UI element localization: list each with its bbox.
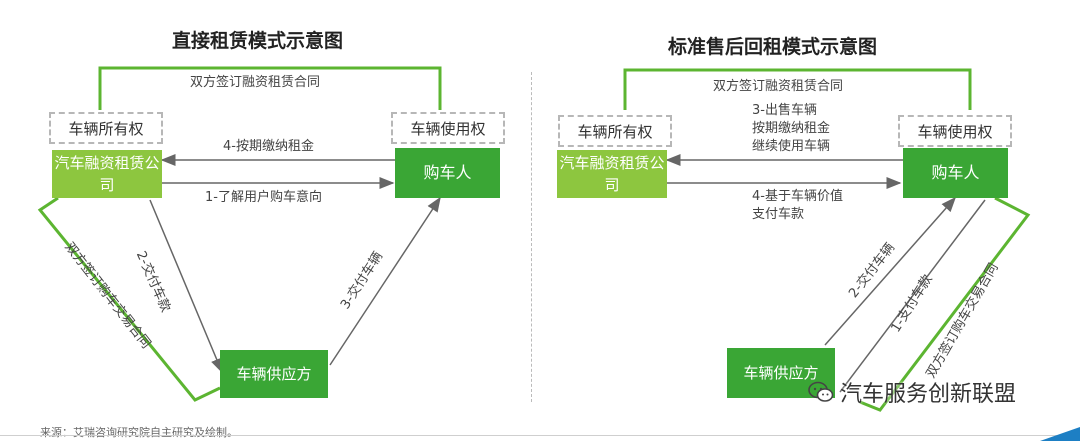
right-arrow-2 — [824, 196, 956, 346]
left-supplier-box: 车辆供应方 — [220, 350, 328, 398]
right-arrow-3-label-line2: 按期缴纳租金 — [752, 121, 831, 136]
right-side-contract-bracket — [859, 196, 1031, 412]
source-divider — [0, 435, 1080, 436]
left-side-contract-bracket — [37, 196, 221, 402]
right-arrow-3-label-line1: 3-出售车辆 — [752, 103, 817, 118]
left-contract-bracket — [98, 66, 442, 110]
left-contract-top-label: 双方签订融资租赁合同 — [190, 75, 321, 90]
right-arrow-3-label-line3: 继续使用车辆 — [752, 139, 831, 154]
corner-decoration — [1040, 427, 1080, 441]
source-note: 来源：艾瑞咨询研究院自主研究及绘制。 — [40, 426, 238, 439]
right-contract-bracket — [623, 68, 972, 110]
right-usage-label: 车辆使用权 — [898, 115, 1012, 147]
right-finance-company-box: 汽车融资租赁公司 — [557, 150, 667, 198]
section-divider — [531, 72, 532, 402]
left-arrow-1-label: 1-了解用户购车意向 — [205, 190, 322, 205]
left-ownership-label: 车辆所有权 — [49, 112, 163, 144]
right-supplier-box: 车辆供应方 — [727, 348, 835, 398]
wechat-icon — [808, 381, 834, 402]
right-arrow-1 — [839, 199, 986, 393]
right-arrow-4-label-line1: 4-基于车辆价值 — [752, 189, 843, 204]
left-finance-company-box: 汽车融资租赁公司 — [52, 150, 162, 198]
left-title: 直接租赁模式示意图 — [172, 30, 344, 52]
left-arrow-2 — [149, 199, 223, 374]
right-buyer-box: 购车人 — [903, 148, 1008, 198]
watermark: 汽车服务创新联盟 — [808, 376, 1016, 408]
right-ownership-label: 车辆所有权 — [558, 115, 672, 147]
right-arrow-4-label-line2: 支付车款 — [752, 207, 805, 222]
watermark-text: 汽车服务创新联盟 — [840, 382, 1017, 407]
left-usage-label: 车辆使用权 — [391, 112, 505, 144]
left-arrow-3 — [329, 196, 441, 366]
right-contract-top-label: 双方签订融资租赁合同 — [713, 79, 844, 94]
left-arrow-4-label: 4-按期缴纳租金 — [223, 139, 314, 154]
right-title: 标准售后回租模式示意图 — [668, 36, 878, 58]
left-buyer-box: 购车人 — [395, 148, 500, 198]
